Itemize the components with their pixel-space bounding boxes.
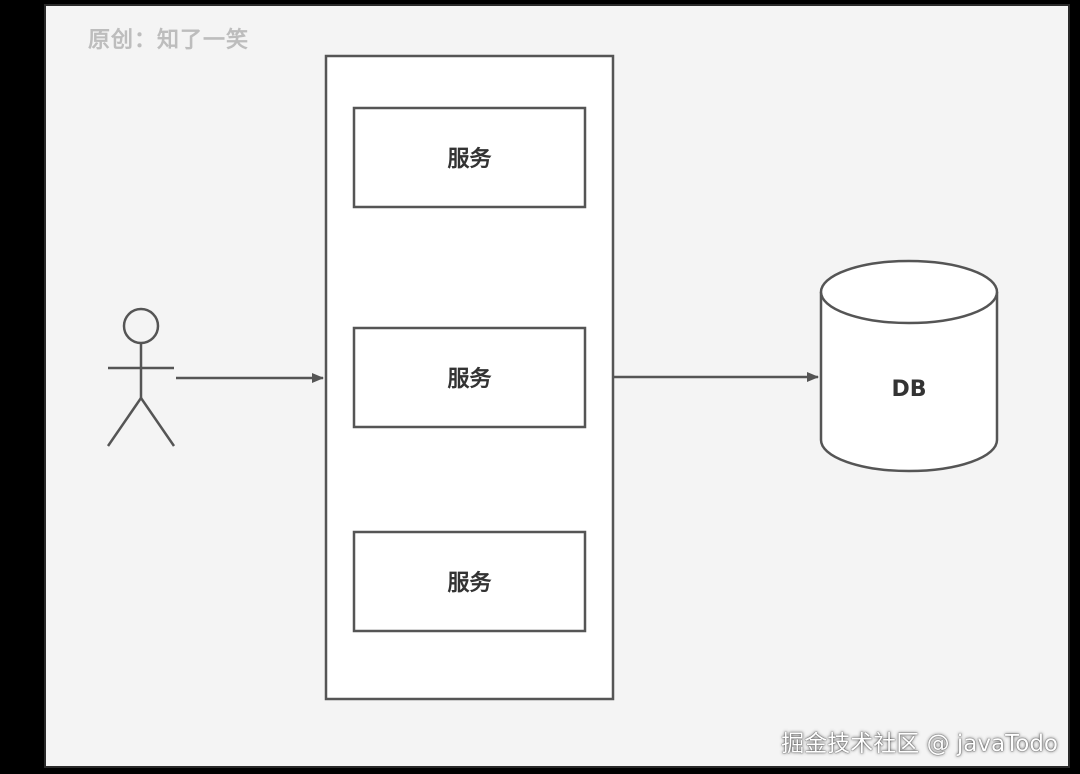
site-watermark: 掘金技术社区 @ javaTodo (781, 731, 1058, 757)
author-watermark: 原创：知了一笑 (88, 28, 250, 53)
database-label: DB (891, 377, 926, 402)
service-box: 服务 (352, 530, 587, 633)
service-label: 服务 (447, 571, 492, 596)
service-box: 服务 (352, 326, 587, 429)
service-label: 服务 (447, 147, 492, 172)
service-label: 服务 (447, 367, 492, 392)
user-icon (106, 307, 176, 447)
database-icon: DB (819, 259, 999, 473)
service-box: 服务 (352, 106, 587, 209)
